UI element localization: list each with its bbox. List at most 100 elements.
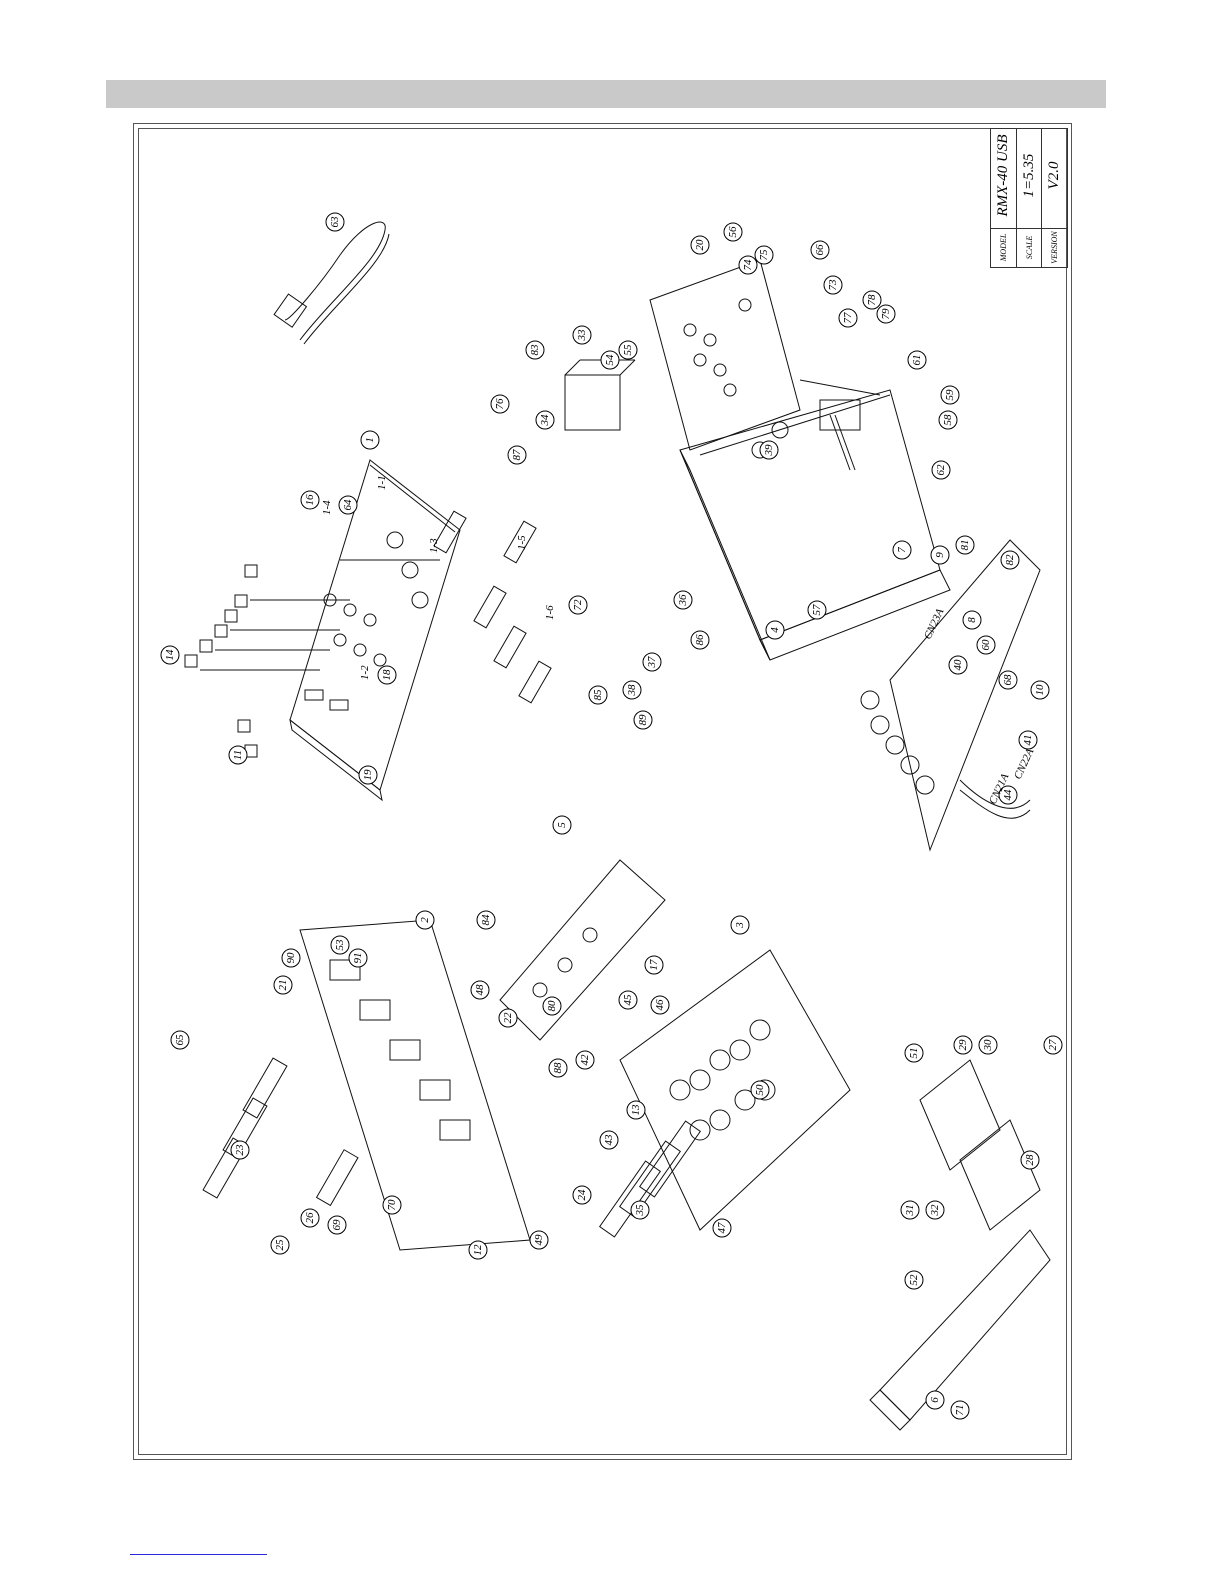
callout-45: 45 xyxy=(618,990,638,1010)
callout-number: 21 xyxy=(277,980,289,991)
callout-number: 8 xyxy=(966,617,978,623)
callout-circle xyxy=(300,1208,320,1228)
callout-23: 23 xyxy=(230,1140,250,1160)
title-block: MODEL RMX-40 USB SCALE 1=5.35 VERSION V2… xyxy=(990,128,1068,268)
callout-circle xyxy=(327,1215,347,1235)
callout-circle xyxy=(325,212,345,232)
callout-circle xyxy=(712,1218,732,1238)
callout-circle xyxy=(1020,1150,1040,1170)
callout-61: 61 xyxy=(907,350,927,370)
bottom-plate-drawing xyxy=(869,1229,1051,1431)
callout-71: 71 xyxy=(950,1400,970,1420)
callout-26: 26 xyxy=(300,1208,320,1228)
callout-number: 54 xyxy=(604,354,616,366)
callout-35: 35 xyxy=(630,1200,650,1220)
callout-69: 69 xyxy=(327,1215,347,1235)
callout-68: 68 xyxy=(998,670,1018,690)
callout-74: 74 xyxy=(738,255,758,275)
callout-37: 37 xyxy=(642,652,662,672)
callout-circle xyxy=(950,1400,970,1420)
callout-circle xyxy=(644,955,664,975)
callout-circle xyxy=(1030,680,1050,700)
callout-9: 9 xyxy=(930,545,950,565)
callout-circle xyxy=(650,995,670,1015)
callout-circle xyxy=(360,430,380,450)
callout-number: 38 xyxy=(626,684,638,697)
callout-circle xyxy=(358,765,378,785)
callout-81: 81 xyxy=(955,535,975,555)
callout-number: 30 xyxy=(982,1039,994,1052)
callout-circle xyxy=(1000,550,1020,570)
callout-13: 13 xyxy=(626,1100,646,1120)
callout-number: 20 xyxy=(694,239,706,251)
callout-number: 4 xyxy=(769,627,781,633)
callout-number: 23 xyxy=(234,1144,246,1156)
callout-circle xyxy=(300,490,320,510)
callout-88: 88 xyxy=(548,1058,568,1078)
callout-14: 14 xyxy=(160,645,180,665)
callout-64: 64 xyxy=(338,495,358,515)
callout-62: 62 xyxy=(931,460,951,480)
callout-circle xyxy=(568,595,588,615)
callout-79: 79 xyxy=(876,304,896,324)
callout-circle xyxy=(170,1030,190,1050)
callout-number: 42 xyxy=(579,1054,591,1066)
callout-circle xyxy=(930,545,950,565)
callout-circle xyxy=(759,440,779,460)
callout-39: 39 xyxy=(759,440,779,460)
callout-circle xyxy=(690,235,710,255)
callout-circle xyxy=(998,670,1018,690)
callout-number: 48 xyxy=(474,984,486,996)
callout-number: 81 xyxy=(959,540,971,551)
callout-circle xyxy=(230,1140,250,1160)
callout-number: 26 xyxy=(304,1212,316,1224)
callout-circle xyxy=(330,935,350,955)
callout-56: 56 xyxy=(723,222,743,242)
callout-number: 91 xyxy=(352,953,364,964)
callout-52: 52 xyxy=(904,1270,924,1290)
callout-85: 85 xyxy=(588,685,608,705)
callout-circle xyxy=(807,600,827,620)
callout-circle xyxy=(476,910,496,930)
callout-number: 22 xyxy=(502,1012,514,1024)
callout-circle xyxy=(552,815,572,835)
callout-circle xyxy=(900,1200,920,1220)
callout-circle xyxy=(348,948,368,968)
callout-circle xyxy=(575,1050,595,1070)
callout-number: 77 xyxy=(842,312,854,324)
callout-53: 53 xyxy=(330,935,350,955)
callout-circle xyxy=(904,1043,924,1063)
callout-12: 12 xyxy=(468,1240,488,1260)
callout-77: 77 xyxy=(838,308,858,328)
boards-29-30-drawing xyxy=(919,1059,1041,1231)
callout-28: 28 xyxy=(1020,1150,1040,1170)
callout-circle xyxy=(415,910,435,930)
power-cord-drawing xyxy=(273,221,390,345)
callout-33: 33 xyxy=(572,325,592,345)
callout-circle xyxy=(377,665,397,685)
callout-55: 55 xyxy=(618,340,638,360)
callout-circle xyxy=(690,630,710,650)
callout-78: 78 xyxy=(862,290,882,310)
callout-47: 47 xyxy=(712,1218,732,1238)
callout-number: 44 xyxy=(1002,789,1014,801)
callout-number: 90 xyxy=(285,952,297,964)
callout-number: 37 xyxy=(646,656,658,669)
knobs-drawing xyxy=(184,564,350,758)
callout-84: 84 xyxy=(476,910,496,930)
callout-31: 31 xyxy=(900,1200,920,1220)
rear-panel-drawing xyxy=(649,259,801,451)
top-panel-drawing xyxy=(289,459,461,802)
callout-circle xyxy=(572,325,592,345)
callout-number: 53 xyxy=(334,939,346,951)
callout-number: 56 xyxy=(727,226,739,238)
callout-65: 65 xyxy=(170,1030,190,1050)
callout-number: 2 xyxy=(419,917,431,923)
callout-circle xyxy=(730,915,750,935)
callout-number: 49 xyxy=(533,1234,545,1246)
sub-label: 1-5 xyxy=(516,535,528,550)
callout-46: 46 xyxy=(650,995,670,1015)
callout-number: 47 xyxy=(716,1222,728,1234)
callout-number: 10 xyxy=(1034,684,1046,696)
